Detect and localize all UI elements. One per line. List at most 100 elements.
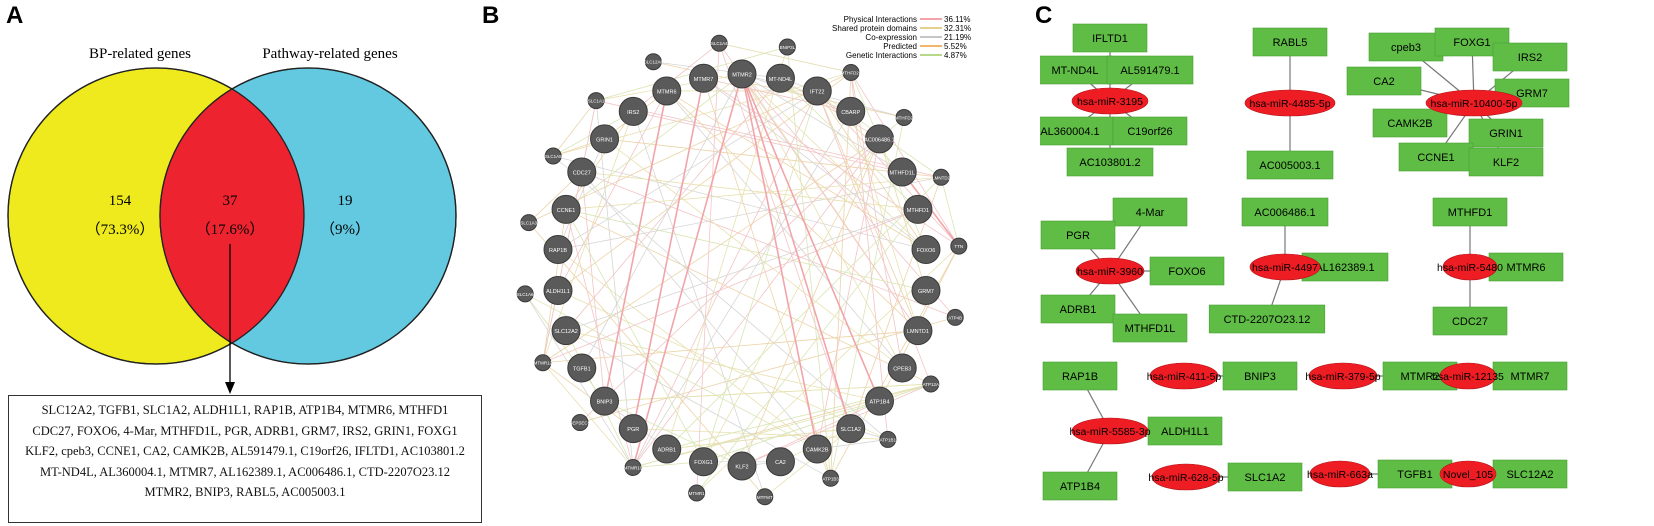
target-gene-al591479-1: AL591479.1: [1106, 55, 1194, 85]
gene-node-label: AC006486.1: [864, 137, 895, 143]
gene-node-slc12a2: SLC12A2: [551, 316, 581, 346]
gene-node-ift22: IFT22: [802, 76, 832, 106]
gene-node-label: CAMK2B: [806, 448, 829, 454]
network-edge: [816, 90, 919, 331]
physical-interaction-edge: [741, 73, 819, 450]
gene-node-ac006486-1: AC006486.1: [864, 124, 895, 154]
network-edge: [565, 330, 880, 402]
gene-node-mthfd1l: MTHFD1L: [887, 157, 917, 187]
target-gene-ifltd1: IFLTD1: [1072, 23, 1148, 53]
gene-node-label: MTMR6: [657, 89, 677, 95]
gene-node-label: IFT22: [810, 89, 824, 95]
target-gene-4-mar: 4-Mar: [1112, 197, 1188, 227]
gene-node-label: ATP12A: [923, 382, 939, 387]
network-edge: [718, 43, 852, 429]
target-gene-label: CCNE1: [1417, 152, 1454, 164]
network-edge: [565, 209, 704, 462]
venn-left-count: 154: [109, 193, 132, 209]
network-edge: [633, 42, 720, 112]
gene-node-adrb1: ADRB1: [652, 434, 682, 464]
network-edge: [696, 209, 919, 494]
target-gene-mtmr6: MTMR6: [1488, 252, 1564, 282]
target-gene-label: PGR: [1066, 230, 1090, 242]
target-gene-label: cpeb3: [1391, 42, 1421, 54]
gene-node-label: FOXO6: [917, 248, 936, 254]
gene-node-label: SLC1A5: [545, 154, 562, 159]
legend-pct: 36.11%: [944, 15, 971, 24]
mirna-node-label: hsa-miR-663a: [1307, 469, 1373, 481]
panel-a-letter: A: [6, 2, 24, 29]
network-edge: [565, 209, 919, 331]
panel-a-venn: A BP-related genes Pathway-related genes…: [0, 0, 500, 526]
gene-node-label: CDC27: [573, 171, 591, 177]
target-gene-grm7: GRM7: [1494, 78, 1570, 108]
panel-c-letter: C: [1035, 2, 1053, 29]
target-gene-mtmr7: MTMR7: [1492, 361, 1568, 391]
target-gene-label: AL591479.1: [1120, 65, 1179, 77]
target-gene-label: GRIN1: [1489, 128, 1523, 140]
network-edge: [557, 90, 818, 250]
mirna-node-label: hsa-miR-4485-5p: [1249, 98, 1330, 110]
target-gene-label: MTMR6: [1506, 262, 1545, 274]
mirna-node-hsa-mir-628-5p: hsa-miR-628-5p: [1148, 463, 1224, 491]
mirna-node-label: hsa-miR-10400-5p: [1431, 98, 1518, 110]
target-gene-label: AL162389.1: [1315, 262, 1374, 274]
gene-node-mtmr7: MTMR7: [689, 63, 719, 93]
target-gene-label: CAMK2B: [1387, 118, 1432, 130]
network-edge: [581, 171, 956, 318]
gene-node-label: SLC1A2: [840, 427, 861, 433]
mirna-node-hsa-mir-10400-5p: hsa-miR-10400-5p: [1425, 89, 1523, 117]
target-gene-mthfd1: MTHFD1: [1432, 197, 1508, 227]
target-gene-label: IRS2: [1518, 52, 1542, 64]
gene-node-atp4b: ATP4B: [946, 308, 964, 326]
gene-node-rap1b: RAP1B: [543, 235, 573, 265]
mirna-node-hsa-mir-5585-3p: hsa-miR-5585-3p: [1069, 417, 1151, 445]
network-edge: [542, 330, 918, 364]
gene-node-label: TGFB1: [573, 367, 591, 373]
gene-node-label: ADRB1: [658, 448, 676, 454]
gene-node-aldh1l1: ALDH1L1: [543, 275, 573, 305]
gene-node-label: PGR: [627, 427, 639, 433]
mirna-node-label: hsa-miR-4497: [1252, 262, 1318, 274]
target-gene-irs2: IRS2: [1492, 42, 1568, 72]
target-gene-ccne1: CCNE1: [1398, 142, 1474, 172]
gene-node-camk2b: CAMK2B: [802, 434, 832, 464]
venn-right-pct: （9%）: [320, 221, 370, 238]
gene-node-label: ATP1B3: [822, 476, 839, 481]
gene-node-label: TTN: [954, 244, 963, 249]
gene-node-mthfd2l: MTHFD2L: [841, 64, 862, 82]
gene-node-mtfmt: MTFMT: [756, 488, 774, 506]
venn-left-label: BP-related genes: [89, 46, 191, 62]
network-edge: [850, 72, 889, 440]
gene-node-slc1a5: SLC1A5: [544, 147, 562, 165]
target-gene-mthfd1l: MTHFD1L: [1112, 313, 1188, 343]
gene-node-label: SLC12A2: [554, 329, 578, 335]
legend-label: Predicted: [883, 42, 917, 51]
network-edge: [780, 77, 880, 140]
gene-node-atp1b3: ATP1B3: [822, 469, 839, 487]
mirna-node-label: hsa-miR-628-5p: [1148, 472, 1223, 484]
gene-node-lmntd1: LMNTD1: [903, 316, 933, 346]
network-edge: [604, 138, 942, 178]
overlap-gene-list: SLC12A2, TGFB1, SLC1A2, ALDH1L1, RAP1B, …: [8, 395, 482, 523]
mirna-node-label: hsa-miR-3960: [1077, 266, 1143, 278]
gene-node-atp12a: ATP12A: [922, 375, 940, 393]
venn-left-pct: （73.3%）: [86, 221, 155, 238]
target-gene-cpeb3: cpeb3: [1368, 32, 1444, 62]
target-gene-ctd-2207o23-12: CTD-2207O23.12: [1208, 304, 1326, 334]
mirna-node-label: hsa-miR-411-5p: [1147, 371, 1222, 383]
network-edge: [542, 138, 880, 364]
network-edge: [557, 176, 942, 250]
network-edge: [816, 90, 903, 173]
network-edge: [581, 171, 605, 402]
physical-interaction-edge: [632, 78, 705, 429]
gene-node-label: LMNTD2: [932, 175, 950, 180]
gene-list-line: KLF2, cpeb3, CCNE1, CA2, CAMK2B, AL59147…: [25, 444, 465, 458]
gene-node-label: CPEB3: [893, 367, 911, 373]
mirna-node-hsa-mir-5480: hsa-miR-5480: [1437, 253, 1503, 281]
gene-node-foxo6: FOXO6: [911, 235, 941, 265]
network-edge: [552, 100, 597, 157]
